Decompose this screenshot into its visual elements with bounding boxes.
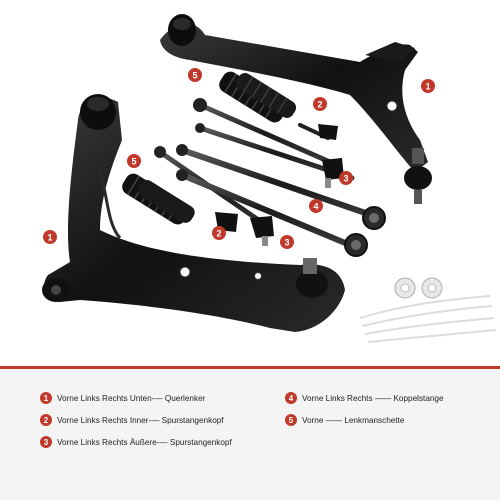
legend: 1 Vorne Links Rechts Unten-— Querlenker …: [0, 369, 500, 500]
cable-ties: [359, 295, 497, 343]
steering-boot-lower: [122, 173, 195, 225]
legend-item-4: 4 Vorne Links Rechts —— Koppelstange: [285, 392, 444, 404]
legend-item-2: 2 Vorne Links Rechts Inner-— Spurstangen…: [40, 414, 224, 426]
badge-3-lower: 3: [280, 235, 294, 249]
legend-item-5: 5 Vorne —— Lenkmanschette: [285, 414, 404, 426]
legend-number: 3: [40, 436, 52, 448]
legend-number: 5: [285, 414, 297, 426]
steering-boot-upper: [219, 71, 297, 123]
svg-text:3: 3: [284, 238, 289, 248]
svg-text:1: 1: [47, 233, 52, 243]
svg-text:4: 4: [313, 202, 318, 212]
badge-2-lower: 2: [212, 226, 226, 240]
badge-5-upper: 5: [188, 68, 202, 82]
legend-label: Vorne —— Lenkmanschette: [302, 415, 405, 425]
control-arm-upper: [160, 14, 432, 204]
legend-label: Vorne Links Rechts Äußere-— Spurstangenk…: [57, 437, 232, 447]
legend-number: 4: [285, 392, 297, 404]
svg-text:1: 1: [425, 82, 430, 92]
badge-1-upper: 1: [421, 79, 435, 93]
svg-text:5: 5: [131, 157, 136, 167]
svg-text:2: 2: [317, 100, 322, 110]
control-arm-lower: [42, 94, 346, 332]
tie-rods: [154, 98, 383, 248]
legend-number: 1: [40, 392, 52, 404]
badge-3-upper: 3: [339, 171, 353, 185]
badge-5-lower: 5: [127, 154, 141, 168]
legend-number: 2: [40, 414, 52, 426]
parts-photo: 1 1 5 5 2 2 3 3 4: [42, 14, 497, 343]
badge-2-upper: 2: [313, 97, 327, 111]
svg-text:2: 2: [216, 229, 221, 239]
legend-label: Vorne Links Rechts Inner-— Spurstangenko…: [57, 415, 224, 425]
legend-item-1: 1 Vorne Links Rechts Unten-— Querlenker: [40, 392, 205, 404]
legend-label: Vorne Links Rechts —— Koppelstange: [302, 393, 444, 403]
svg-text:5: 5: [192, 71, 197, 81]
legend-label: Vorne Links Rechts Unten-— Querlenker: [57, 393, 206, 403]
divider: [0, 366, 500, 369]
legend-item-3: 3 Vorne Links Rechts Äußere-— Spurstange…: [40, 436, 232, 448]
washers: [394, 277, 443, 299]
badge-1-lower: 1: [43, 230, 57, 244]
badge-4: 4: [309, 199, 323, 213]
svg-text:3: 3: [343, 174, 348, 184]
